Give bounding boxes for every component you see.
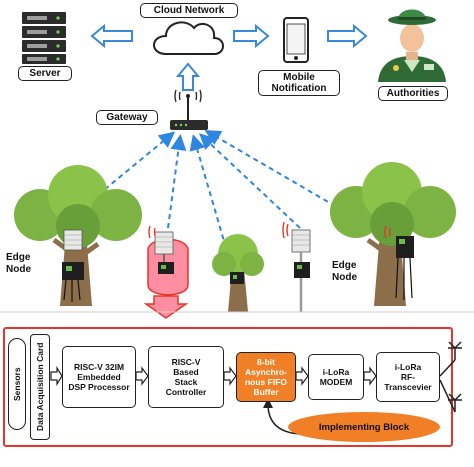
mobile-notification-label: Mobile Notification	[258, 70, 340, 96]
riscv-stack-controller-block: RISC-V Based Stack Controller	[148, 346, 224, 408]
gateway-router-icon	[170, 89, 208, 130]
cloud-icon	[153, 21, 224, 55]
left-tree	[14, 165, 142, 306]
cloud-network-label: Cloud Network	[140, 3, 238, 18]
data-acquisition-card-block: Data Acquisition Card	[30, 334, 50, 440]
authorities-officer-icon	[378, 9, 446, 82]
implementing-block-label: Implementing Block	[288, 412, 440, 442]
authorities-label: Authorities	[378, 86, 448, 101]
pole-node	[282, 221, 311, 312]
server-icon	[22, 12, 66, 64]
arrow-cloud-to-server	[90, 23, 133, 49]
right-tree	[330, 162, 456, 306]
highlighted-node	[143, 225, 189, 319]
gateway-label: Gateway	[96, 110, 158, 125]
arrow-cloud-to-mobile	[233, 23, 270, 49]
async-fifo-buffer-block: 8-bit Asynchro- nous FIFO Buffer	[236, 352, 296, 402]
flow-arrows	[50, 365, 377, 387]
ilora-rf-transceiver-block: i-LoRa RF- Transcevier	[376, 352, 440, 402]
server-label: Server	[18, 66, 72, 81]
small-tree	[212, 234, 264, 312]
sensors-block: Sensors	[8, 338, 26, 430]
riscv-dsp-processor-block: RISC-V 32IM Embedded DSP Processor	[62, 346, 136, 408]
edge-node-right-label: Edge Node	[332, 260, 357, 283]
implementing-pointer-head	[263, 398, 273, 408]
implementation-border	[3, 327, 453, 447]
arrow-mobile-to-authorities	[327, 23, 368, 49]
antenna-icon	[439, 341, 462, 413]
mobile-phone-icon	[283, 17, 309, 63]
ilora-modem-block: i-LoRa MODEM	[308, 354, 364, 400]
edge-node-left-label: Edge Node	[6, 252, 31, 275]
arrow-gateway-to-cloud	[175, 62, 201, 91]
